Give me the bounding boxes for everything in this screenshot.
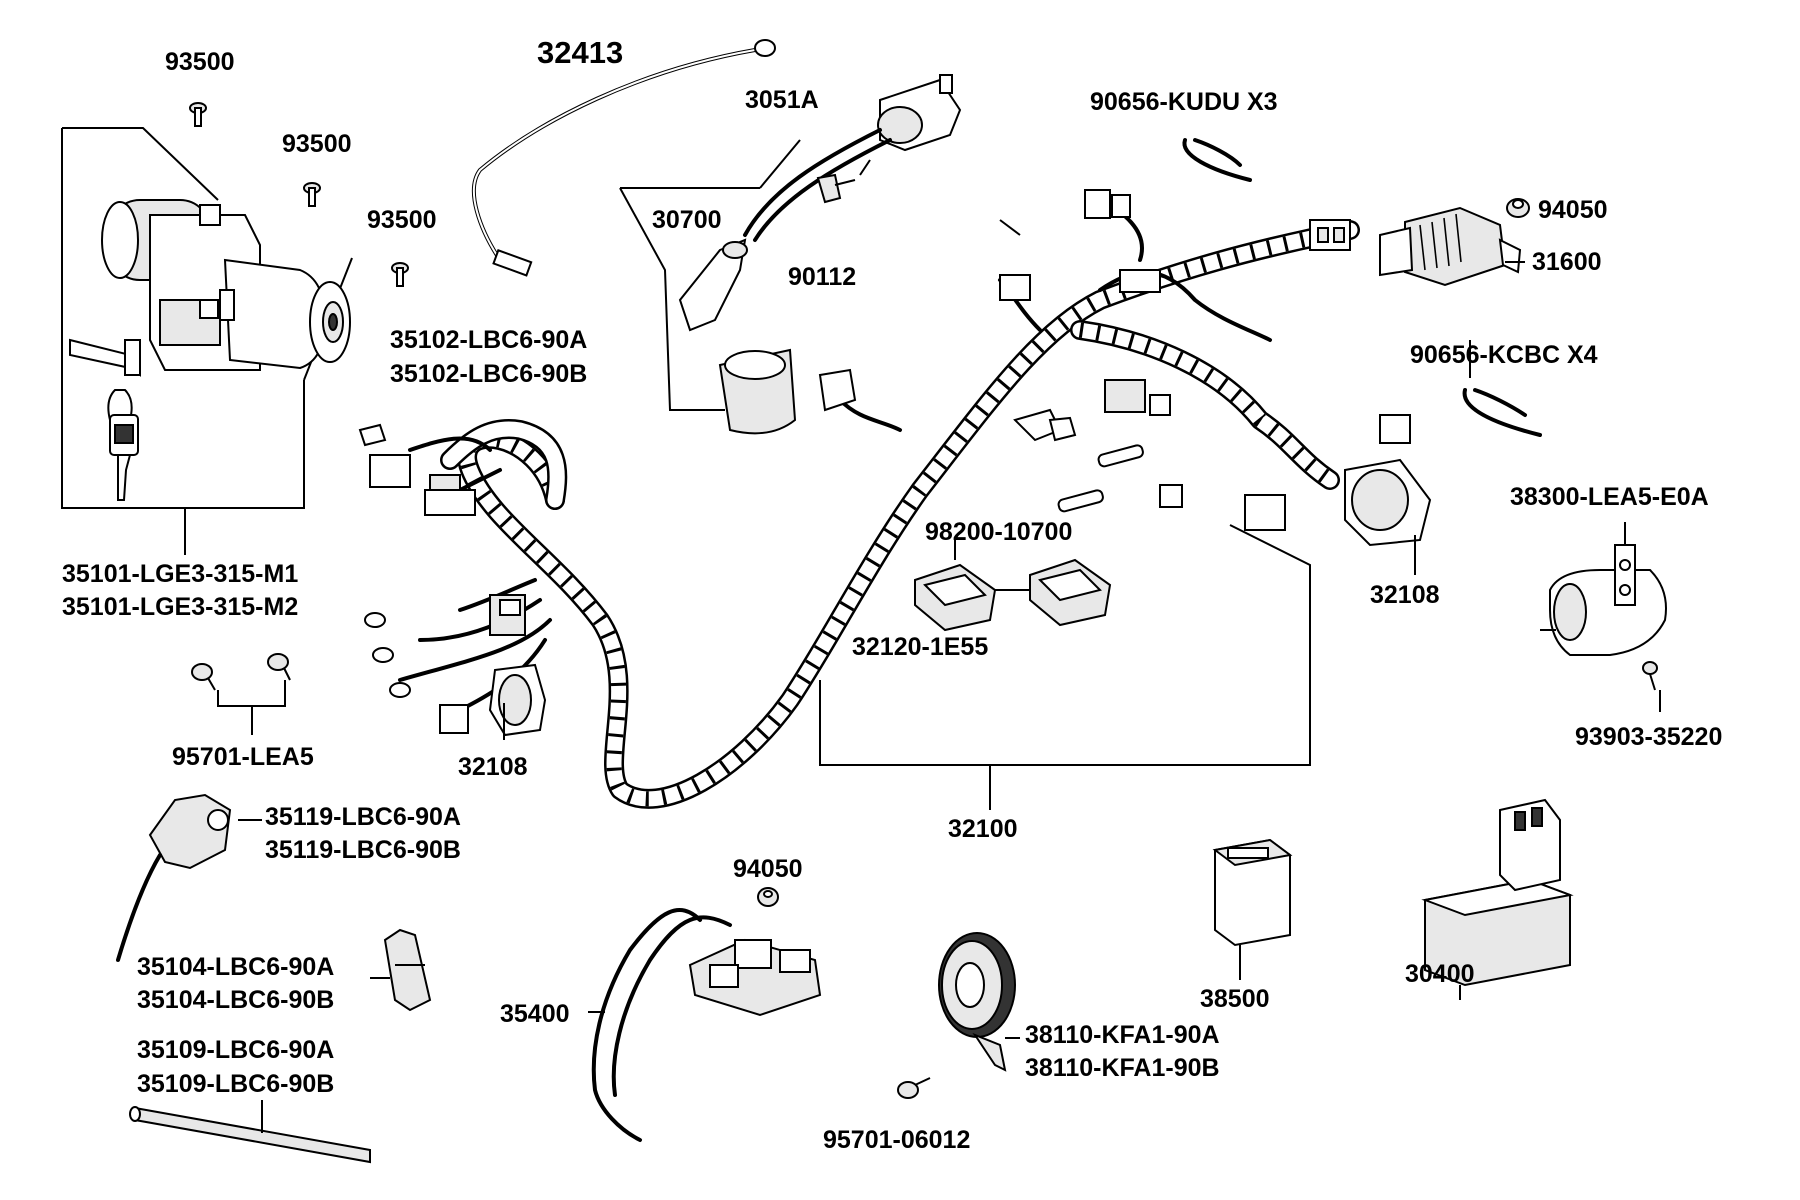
lever-bracket-icon (116, 793, 262, 962)
connector-icon (1013, 408, 1077, 442)
nut-icon (1506, 198, 1530, 218)
part-label-35400: 35400 (500, 1000, 570, 1028)
part-label-94050-a: 94050 (1538, 196, 1608, 224)
part-label-98200: 98200-10700 (925, 518, 1072, 546)
part-label-3051a: 3051A (745, 86, 819, 114)
ignition-switch-assembly (61, 127, 353, 555)
connector-icon (358, 423, 476, 516)
part-label-90112: 90112 (788, 263, 856, 291)
part-label-90656-kudu: 90656-KUDU X3 (1090, 88, 1278, 116)
part-label-35109-a: 35109-LBC6-90A (137, 1036, 334, 1064)
bolt-icon (191, 663, 216, 691)
part-label-35119-a: 35119-LBC6-90A (265, 803, 461, 831)
part-label-38110-a: 38110-KFA1-90A (1025, 1021, 1220, 1049)
ring-terminal-icon (364, 612, 411, 698)
part-label-38300: 38300-LEA5-E0A (1510, 483, 1709, 511)
ignition-coil-icon (743, 74, 962, 242)
bolt-icon (816, 173, 856, 204)
part-label-30400: 30400 (1405, 960, 1475, 988)
tie-band-icon (1182, 138, 1252, 182)
spark-plug-cap-icon (678, 238, 748, 332)
connector-icon (1309, 219, 1351, 251)
part-label-94050-b: 94050 (733, 855, 803, 883)
screw-icon (391, 262, 409, 287)
part-label-35102-a: 35102-LBC6-90A (390, 326, 587, 354)
part-label-32108-a: 32108 (458, 753, 528, 781)
bolt-icon (267, 653, 291, 681)
part-label-90656-kcbc: 90656-KCBC X4 (1410, 341, 1598, 369)
nut-icon (757, 887, 779, 907)
screw-icon (189, 102, 207, 127)
connector-icon (1159, 484, 1286, 531)
part-label-35102-b: 35102-LBC6-90B (390, 360, 587, 388)
part-label-35104-b: 35104-LBC6-90B (137, 986, 334, 1014)
part-label-93903: 93903-35220 (1575, 723, 1722, 751)
connector-icon (1104, 379, 1411, 444)
bolt-icon (897, 1077, 931, 1099)
part-label-35109-b: 35109-LBC6-90B (137, 1070, 334, 1098)
fuse-icon (1057, 444, 1144, 513)
ignition-frame-top (62, 127, 219, 201)
part-label-93500-c: 93500 (367, 206, 437, 234)
ignition-switch-icon (101, 199, 351, 371)
part-label-31600: 31600 (1532, 248, 1602, 276)
part-label-32413: 32413 (537, 35, 623, 70)
part-label-30700: 30700 (652, 206, 722, 234)
clip-icon (370, 928, 432, 1012)
battery-cable (471, 39, 776, 277)
part-label-35104-a: 35104-LBC6-90A (137, 953, 334, 981)
fuse-holder-icon (1029, 558, 1112, 627)
screw-icon (1642, 661, 1661, 712)
tie-band-icon (1462, 388, 1542, 437)
part-label-95701-06012: 95701-06012 (823, 1126, 970, 1154)
sub-harness-icon (588, 908, 822, 1142)
screw-icon (303, 182, 321, 207)
part-label-35101-a: 35101-LGE3-315-M1 (62, 560, 298, 588)
part-label-38110-b: 38110-KFA1-90B (1025, 1054, 1220, 1082)
horn-icon (938, 932, 1020, 1072)
flasher-relay-icon (1540, 522, 1667, 656)
starter-relay-icon (1344, 458, 1432, 547)
ignition-frame (61, 128, 305, 509)
part-label-35119-b: 35119-LBC6-90B (265, 836, 461, 864)
regulator-rectifier-icon (1379, 206, 1522, 287)
boot-seal-icon (718, 348, 797, 435)
connector-icon (818, 368, 857, 412)
connector-icon (489, 594, 526, 636)
part-label-32120: 32120-1E55 (852, 633, 988, 661)
starter-relay-icon (439, 663, 547, 737)
part-label-35101-b: 35101-LGE3-315-M2 (62, 593, 298, 621)
connector-icon (999, 189, 1161, 301)
harness-bracket (819, 524, 1311, 766)
rod-icon (129, 1100, 371, 1164)
key-icon (69, 338, 141, 501)
part-label-93500-a: 93500 (165, 48, 235, 76)
part-label-95701-lea5: 95701-LEA5 (172, 743, 314, 771)
part-label-93500-b: 93500 (282, 130, 352, 158)
part-label-38500: 38500 (1200, 985, 1270, 1013)
part-label-32100: 32100 (948, 815, 1018, 843)
fuse-holder-icon (914, 563, 997, 632)
relay-icon (1212, 838, 1293, 980)
cdi-unit-icon (1421, 798, 1574, 1000)
part-label-32108-b: 32108 (1370, 581, 1440, 609)
